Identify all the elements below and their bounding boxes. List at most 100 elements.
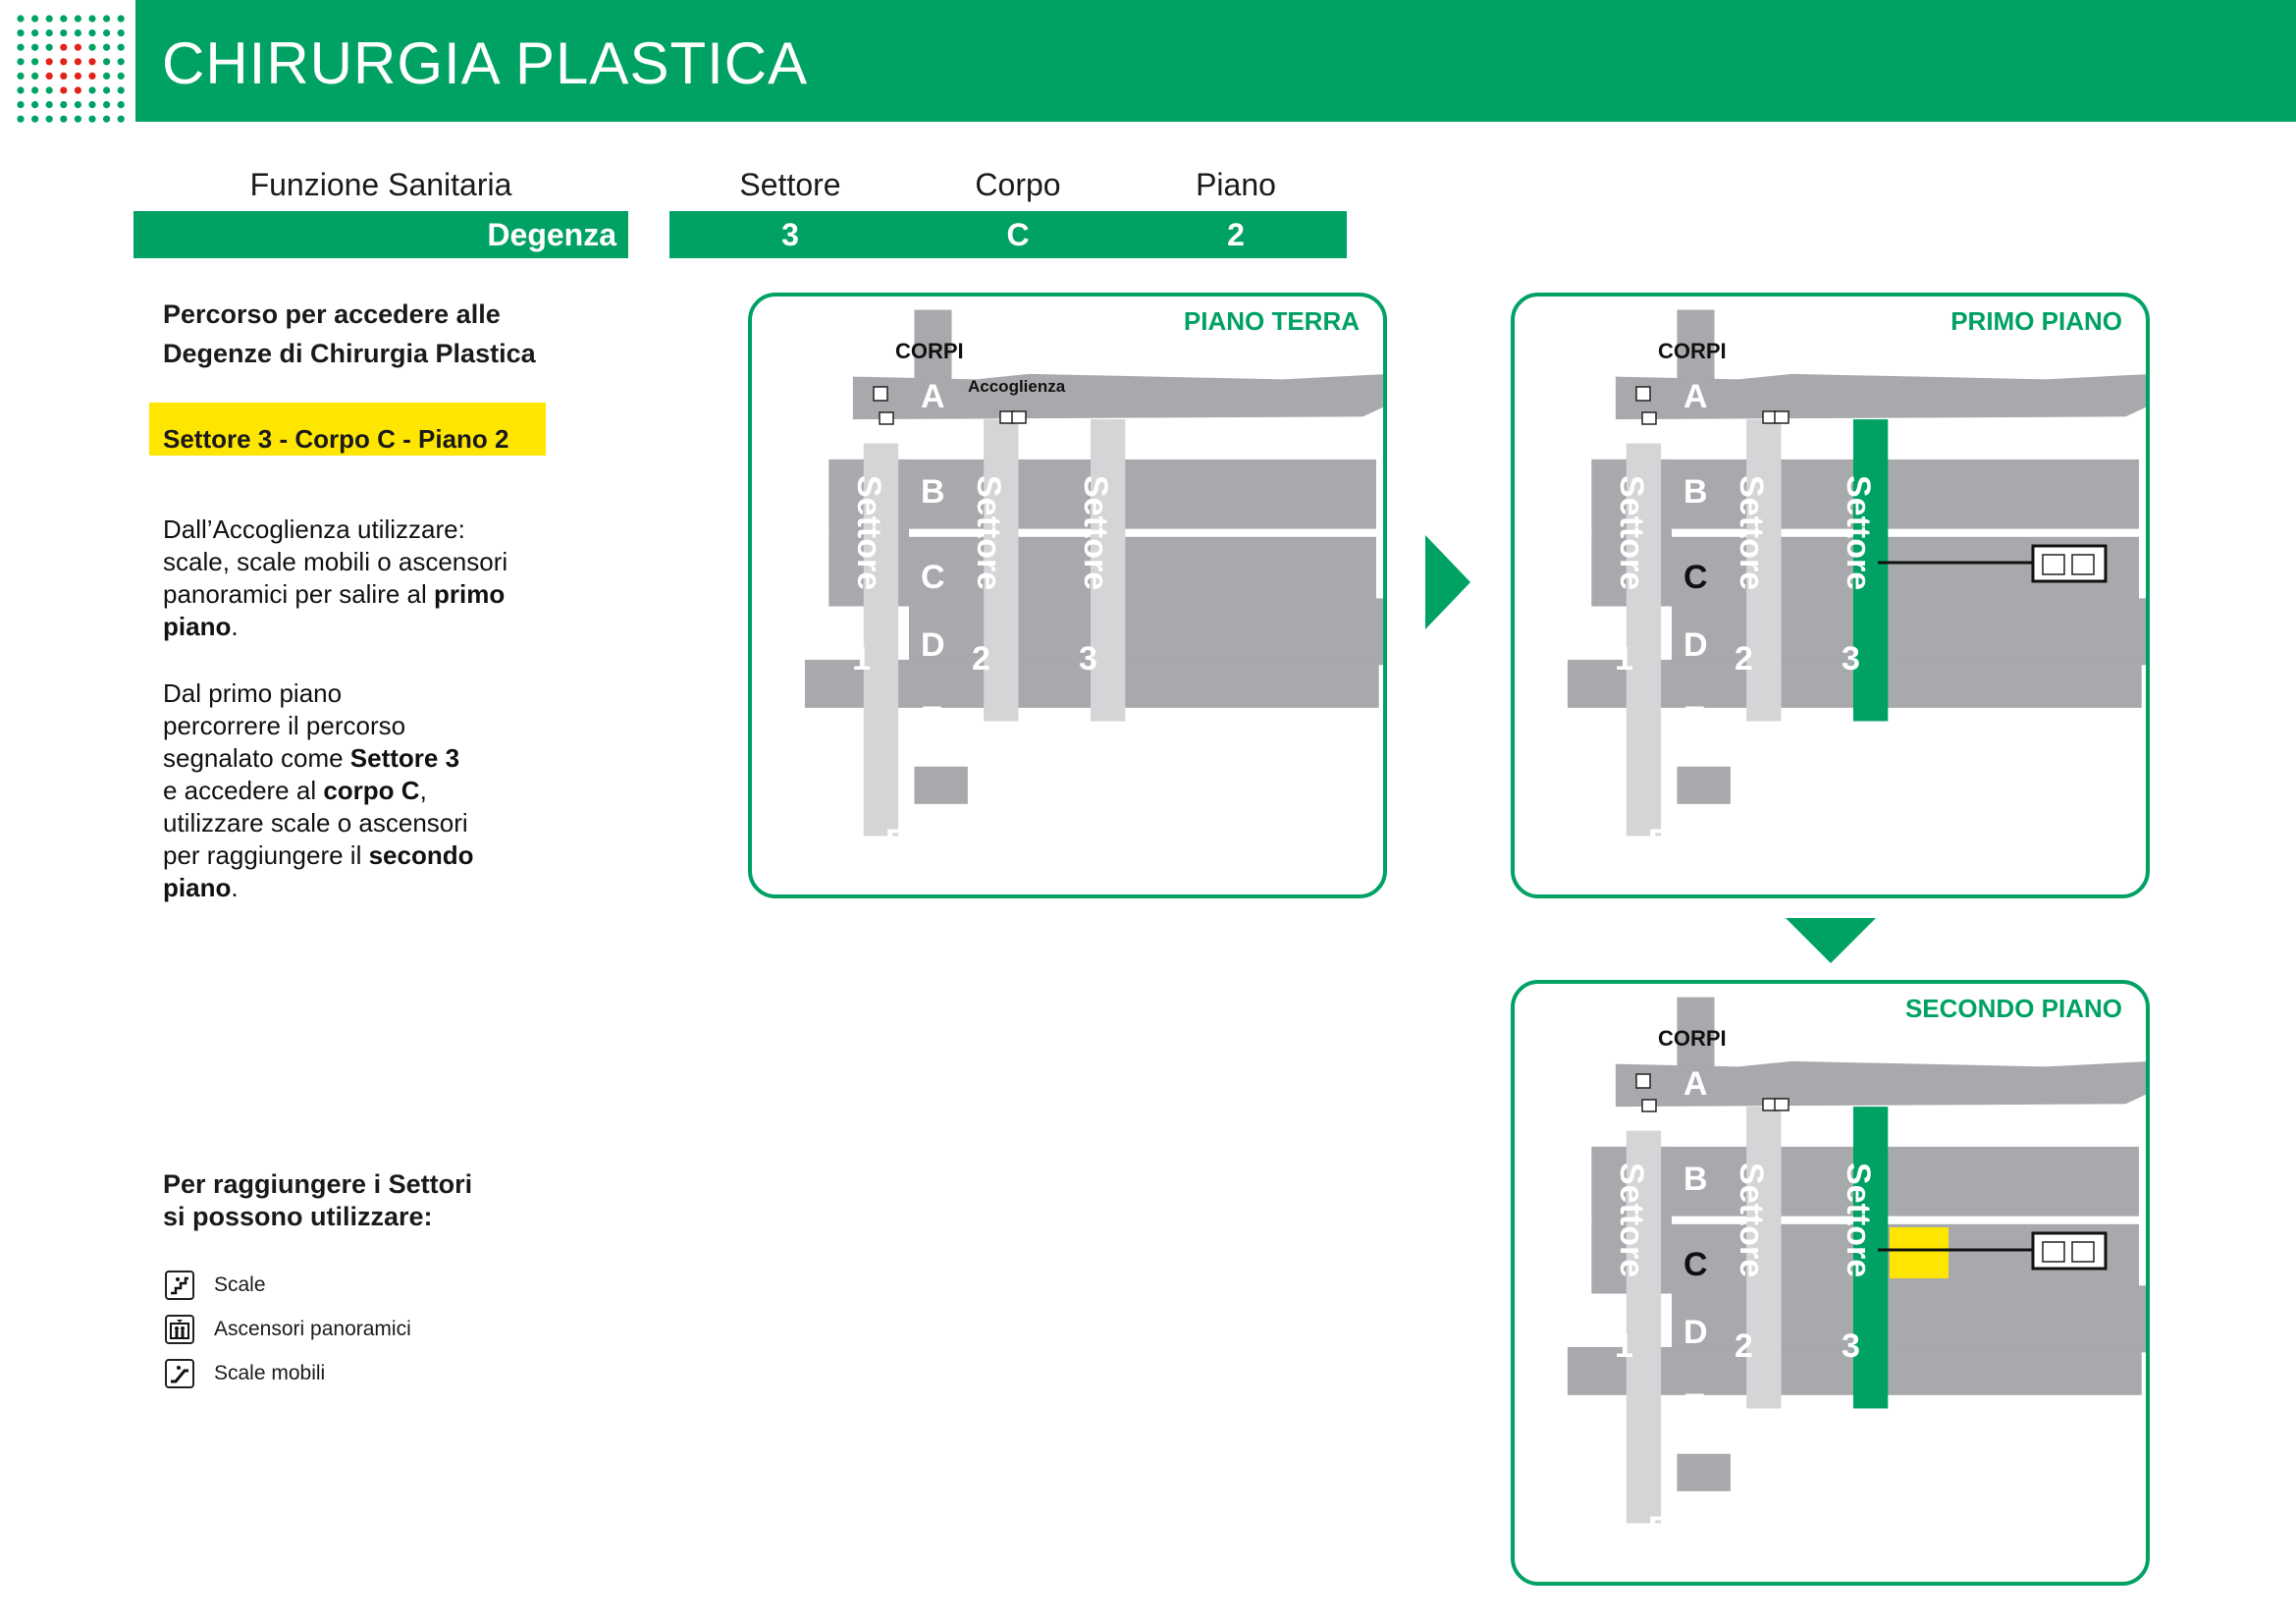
panel-title: PRIMO PIANO bbox=[1950, 306, 2122, 336]
logo-dot bbox=[74, 43, 81, 51]
access-icon bbox=[2042, 554, 2065, 575]
accoglienza-label: Accoglienza bbox=[968, 377, 1066, 396]
settore-label: Settore bbox=[1613, 1163, 1650, 1277]
corpo-label: Corpo bbox=[975, 167, 1061, 202]
settore-label: Settore bbox=[1733, 1163, 1770, 1277]
route-title-line: Percorso per accedere alle bbox=[163, 299, 501, 329]
legend-title: Per raggiungere i Settori si possono uti… bbox=[163, 1168, 472, 1233]
corpo-label-c: C bbox=[921, 559, 945, 596]
text-span: . bbox=[231, 612, 239, 641]
corpo-label-e: E bbox=[921, 700, 943, 737]
corpo-label-a: A bbox=[1683, 1065, 1708, 1103]
corpi-label: CORPI bbox=[895, 339, 964, 363]
corpo-label-a: A bbox=[1683, 378, 1708, 415]
corpo-label-b: B bbox=[921, 473, 945, 511]
access-icon bbox=[2042, 1241, 2065, 1263]
logo-dot bbox=[74, 101, 81, 109]
bold-text: primo bbox=[434, 579, 506, 609]
corpo-label-f: F bbox=[1648, 823, 1669, 860]
logo-dot bbox=[88, 58, 96, 66]
logo-dot bbox=[60, 72, 68, 80]
legend-title-line: Per raggiungere i Settori bbox=[163, 1169, 473, 1199]
settore-number: 3 bbox=[1079, 640, 1097, 677]
logo-dot bbox=[103, 15, 111, 23]
text-span: e accedere al bbox=[163, 776, 324, 805]
logo-dot bbox=[31, 115, 39, 123]
logo-dot bbox=[60, 86, 68, 94]
hospital-logo bbox=[17, 15, 125, 123]
logo-dot bbox=[45, 43, 53, 51]
settore-corridor bbox=[984, 419, 1019, 722]
settore-label: Settore bbox=[1077, 475, 1114, 590]
building-block bbox=[852, 373, 1383, 420]
text-line: panoramici per salire al primo bbox=[163, 578, 507, 611]
logo-dot bbox=[74, 86, 81, 94]
corpo-label-d: D bbox=[1683, 1314, 1708, 1351]
logo-dot bbox=[60, 15, 68, 23]
settore-value: 3 bbox=[781, 217, 799, 252]
header-bar bbox=[135, 0, 2296, 122]
settore-number: 1 bbox=[1615, 1327, 1633, 1365]
logo-dot bbox=[103, 101, 111, 109]
access-icon bbox=[1011, 410, 1027, 424]
corpo-label-b: B bbox=[1683, 473, 1708, 511]
logo-dot bbox=[103, 58, 111, 66]
logo-dot bbox=[45, 101, 53, 109]
logo-dot bbox=[88, 86, 96, 94]
settore-number: 1 bbox=[852, 640, 871, 677]
escalator-icon bbox=[165, 1359, 194, 1388]
settore-label: Settore bbox=[1733, 475, 1770, 590]
logo-dot bbox=[88, 72, 96, 80]
settore-number: 3 bbox=[1842, 1327, 1860, 1365]
logo-dot bbox=[88, 29, 96, 37]
logo-dot bbox=[17, 15, 25, 23]
text-line: piano. bbox=[163, 872, 474, 904]
settore-label: Settore bbox=[739, 167, 841, 202]
text-line: piano. bbox=[163, 611, 507, 643]
corpo-label-d: D bbox=[1683, 626, 1708, 664]
text-line: percorrere il percorso bbox=[163, 711, 406, 740]
text-line: per raggiungere il secondo bbox=[163, 839, 474, 872]
logo-dot bbox=[74, 115, 81, 123]
legend-item-stairs: Scale bbox=[165, 1270, 266, 1301]
settore-corridor bbox=[1852, 1107, 1889, 1409]
logo-dot bbox=[17, 58, 25, 66]
bold-text: Settore 3 bbox=[349, 743, 460, 773]
location-bar: 3 C 2 bbox=[669, 211, 1347, 258]
logo-dot bbox=[31, 58, 39, 66]
text-span: , bbox=[419, 776, 427, 805]
legend-title-line: si possono utilizzare: bbox=[163, 1202, 433, 1231]
instructions-paragraph-1: Dall’Accoglienza utilizzare: scale, scal… bbox=[163, 514, 507, 643]
settore-corridor bbox=[1852, 419, 1889, 722]
logo-dot bbox=[103, 115, 111, 123]
settore-label: Settore bbox=[1840, 475, 1877, 590]
logo-dot bbox=[31, 101, 39, 109]
logo-dot bbox=[31, 43, 39, 51]
corpo-value: C bbox=[1006, 217, 1030, 252]
logo-dot bbox=[45, 29, 53, 37]
corpo-label-b: B bbox=[1683, 1161, 1708, 1198]
logo-dot bbox=[60, 29, 68, 37]
text-span: segnalato come bbox=[163, 743, 350, 773]
corpo-label-f: F bbox=[885, 823, 906, 860]
logo-dot bbox=[103, 29, 111, 37]
logo-dot bbox=[74, 15, 81, 23]
logo-dot bbox=[117, 29, 125, 37]
access-icon bbox=[873, 386, 888, 402]
text-line: Dall’Accoglienza utilizzare: bbox=[163, 514, 465, 544]
logo-dot bbox=[45, 15, 53, 23]
settore-number: 2 bbox=[1735, 1327, 1753, 1365]
logo-dot bbox=[74, 58, 81, 66]
access-icon bbox=[1635, 386, 1651, 402]
arrow-down-icon bbox=[1786, 918, 1876, 963]
building-block bbox=[1615, 373, 2146, 420]
bold-text: secondo bbox=[368, 840, 474, 870]
settore-label: Settore bbox=[1840, 1163, 1877, 1277]
funzione-label: Funzione Sanitaria bbox=[249, 167, 512, 202]
access-icon bbox=[1774, 410, 1789, 424]
logo-dot bbox=[45, 115, 53, 123]
settore-label: Settore bbox=[850, 475, 887, 590]
destination-highlight bbox=[149, 403, 546, 456]
